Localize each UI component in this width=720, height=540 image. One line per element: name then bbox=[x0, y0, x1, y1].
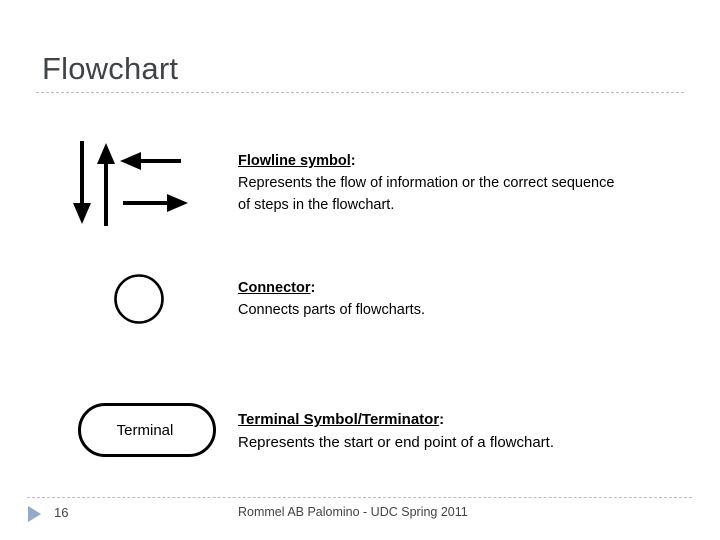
terminator-term: Terminal Symbol/Terminator: bbox=[238, 411, 444, 428]
connector-circle bbox=[114, 274, 164, 324]
flowline-body: Represents the flow of information or th… bbox=[238, 175, 615, 213]
terminator-description: Terminal Symbol/Terminator: Represents t… bbox=[238, 408, 658, 454]
flowline-arrow-up bbox=[97, 143, 115, 226]
flowline-arrow-left bbox=[120, 152, 181, 170]
play-triangle-icon bbox=[28, 506, 41, 522]
footer-divider bbox=[27, 497, 692, 498]
footer-note: Rommel AB Palomino - UDC Spring 2011 bbox=[238, 505, 468, 519]
terminator-term-colon: : bbox=[439, 411, 445, 428]
flowline-term: Flowline symbol: bbox=[238, 153, 356, 169]
flowline-description: Flowline symbol: Represents the flow of … bbox=[238, 150, 618, 216]
flowline-term-text: Flowline symbol bbox=[238, 153, 351, 169]
connector-term-colon: : bbox=[310, 280, 316, 296]
page-title: Flowchart bbox=[42, 51, 179, 86]
page-number: 16 bbox=[54, 505, 69, 520]
connector-term-text: Connector bbox=[238, 280, 311, 296]
flowline-arrow-right bbox=[123, 194, 188, 212]
connector-term: Connector: bbox=[238, 280, 315, 296]
connector-description: Connector: Connects parts of flowcharts. bbox=[238, 277, 578, 321]
flowline-term-colon: : bbox=[350, 153, 356, 169]
terminator-body: Represents the start or end point of a f… bbox=[238, 434, 555, 451]
terminator-term-text: Terminal Symbol/Terminator bbox=[238, 411, 440, 428]
terminal-shape-label: Terminal bbox=[116, 421, 174, 439]
title-divider bbox=[36, 92, 684, 93]
flowline-arrow-down bbox=[73, 141, 91, 224]
connector-body: Connects parts of flowcharts. bbox=[238, 302, 425, 318]
